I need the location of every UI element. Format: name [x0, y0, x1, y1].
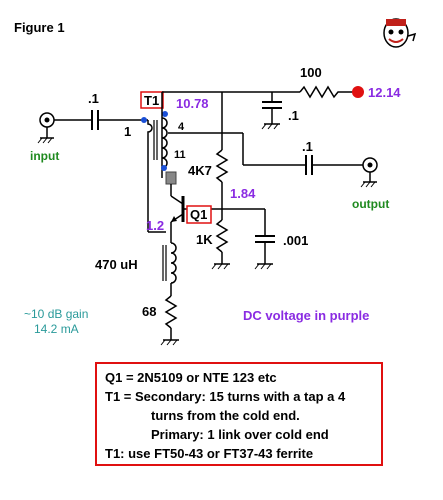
- current-text: 14.2 mA: [34, 322, 79, 336]
- gain-text: ~10 dB gain: [24, 307, 88, 321]
- note-line-3: turns from the cold end.: [151, 408, 300, 423]
- collector-voltage: 10.78: [176, 96, 209, 111]
- t1-primary-pin: 1: [124, 124, 131, 139]
- component-notes: Q1 = 2N5109 or NTE 123 etc T1 = Secondar…: [95, 362, 383, 466]
- base-voltage: 1.84: [230, 186, 256, 201]
- note-line-4: Primary: 1 link over cold end: [151, 427, 329, 442]
- note-line-5: T1: use FT50-43 or FT37-43 ferrite: [105, 446, 314, 461]
- supply-voltage: 12.14: [368, 85, 401, 100]
- bypass-cap-value: .1: [288, 108, 299, 123]
- t1-label: T1: [144, 93, 159, 108]
- l470-value: 470 uH: [95, 257, 138, 272]
- input-label: input: [30, 149, 59, 163]
- output-cap-value: .1: [302, 139, 313, 154]
- c001-value: .001: [283, 233, 308, 248]
- t1-pin11: 11: [174, 149, 186, 161]
- mascot-icon: [383, 18, 417, 48]
- output-label: output: [352, 197, 389, 211]
- figure-title: Figure 1: [14, 20, 65, 35]
- q1-label-box: [186, 205, 212, 224]
- q1-label: Q1: [190, 207, 207, 222]
- r4k7-value: 4K7: [188, 163, 212, 178]
- r1k-value: 1K: [196, 232, 213, 247]
- output-connector-icon: [360, 157, 378, 188]
- input-connector-icon: [37, 112, 55, 144]
- r100-value: 100: [300, 65, 322, 80]
- note-line-2: T1 = Secondary: 15 turns with a tap a 4: [105, 389, 346, 404]
- supply-dot: [352, 86, 364, 98]
- t1-tap-pin: 4: [178, 121, 185, 133]
- emitter-voltage: 1.2: [146, 218, 164, 233]
- t1-label-box: [140, 91, 164, 109]
- input-cap-value: .1: [88, 91, 99, 106]
- dc-voltage-note: DC voltage in purple: [243, 308, 369, 323]
- note-line-1: Q1 = 2N5109 or NTE 123 etc: [105, 370, 277, 385]
- r68-value: 68: [142, 304, 156, 319]
